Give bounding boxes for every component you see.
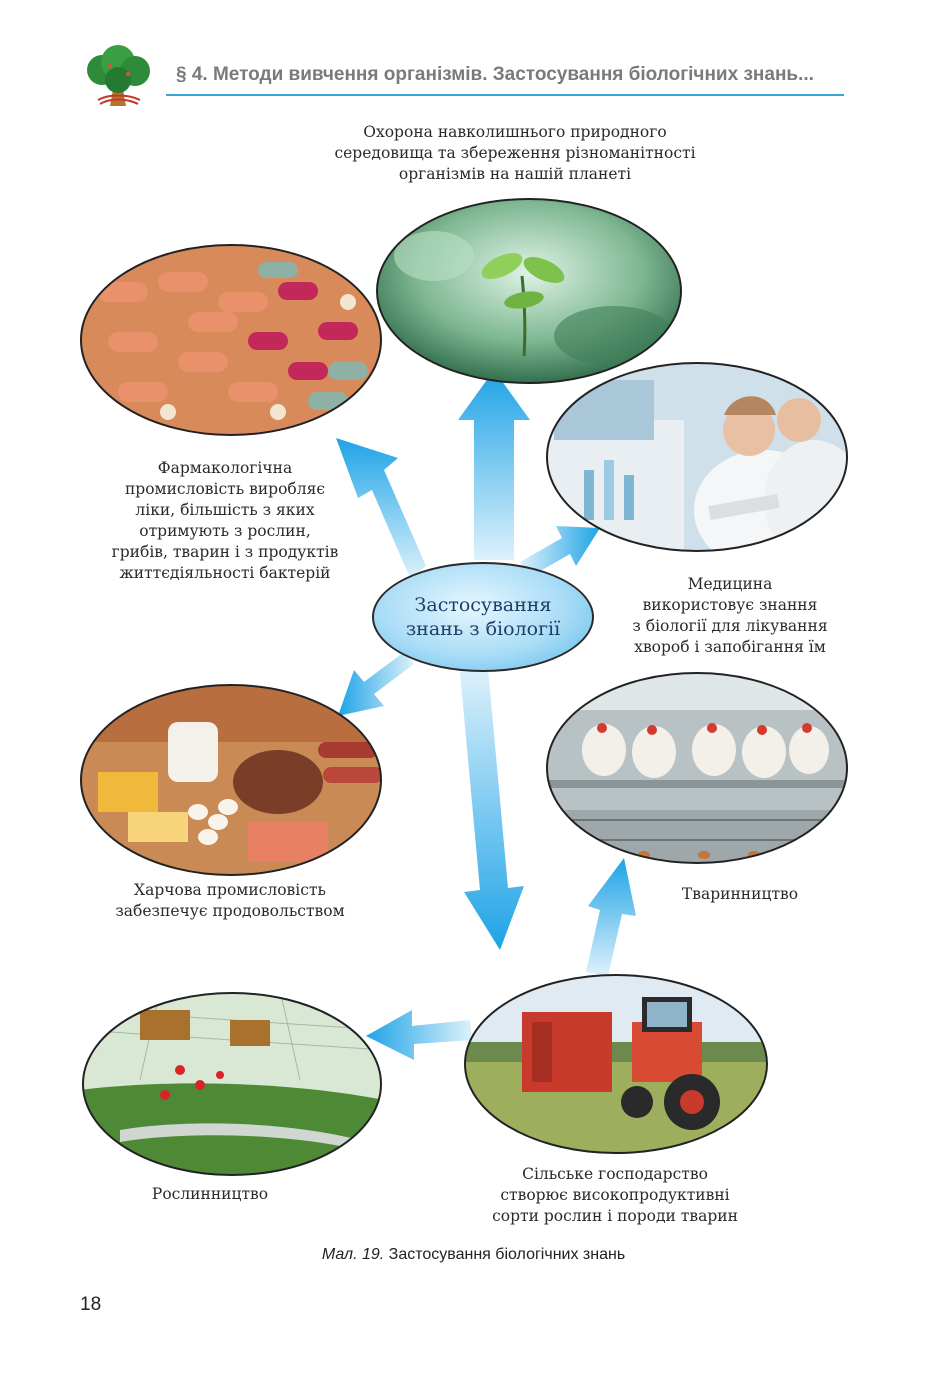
medicine-caption: Медицина використовує знання з біології … [632,575,828,656]
arrow-to-livestock [586,858,636,976]
center-topic-line2: знань з біології [405,618,561,640]
environment-photo [376,198,682,384]
arrow-to-medicine [520,526,600,578]
tree-logo-icon [87,45,150,106]
livestock-photo [546,672,848,864]
center-topic-line1: Застосування [414,594,552,616]
arrow-to-food [338,652,414,716]
food-photo [80,684,382,876]
medicine-photo [546,362,848,552]
figure-caption: Мал. 19. Застосування біологічних знань [0,1246,947,1264]
figure-text: Застосування біологічних знань [388,1246,626,1263]
arrow-to-environment [458,370,530,560]
agriculture-photo [464,974,768,1154]
pharma-photo [80,244,382,436]
center-topic-bubble: Застосування знань з біології [372,562,594,672]
livestock-caption: Тваринництво [681,885,799,903]
environment-caption: Охорона навколишнього природного середов… [334,123,696,183]
arrow-to-agriculture [460,668,524,950]
plants-caption: Рослинництво [151,1185,269,1203]
header-divider [166,94,844,96]
agriculture-caption: Сільське господарство створює високопрод… [492,1165,738,1225]
arrow-to-plants [366,1010,472,1060]
pharma-caption: Фармакологічна промисловість виробляє лі… [111,459,339,582]
arrow-to-pharma [336,438,426,578]
plants-photo [82,992,382,1176]
page-number: 18 [80,1294,102,1315]
page-header-title: § 4. Методи вивчення організмів. Застосу… [176,64,814,85]
figure-label: Мал. 19. [321,1246,385,1263]
food-caption: Харчова промисловість забезпечує продово… [115,881,345,920]
